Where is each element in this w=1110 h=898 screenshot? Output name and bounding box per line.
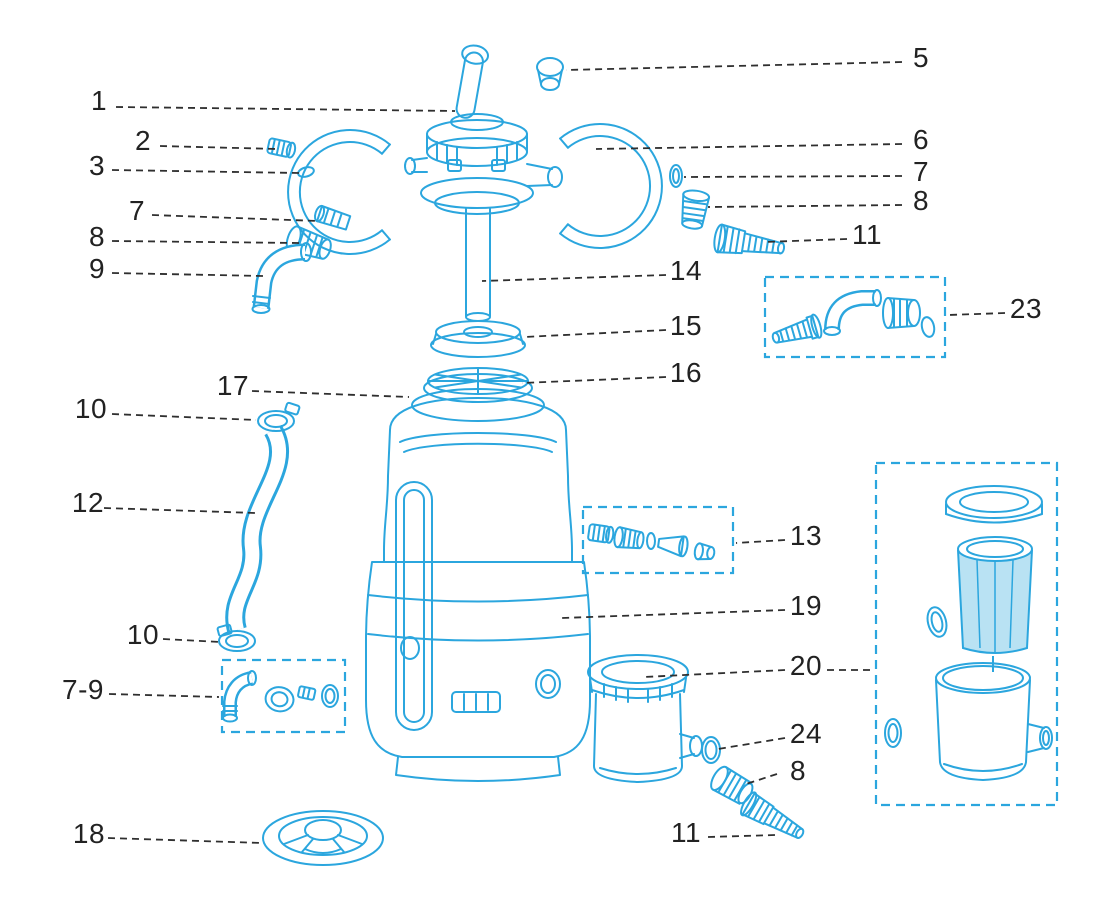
callout-9: 9 (88, 253, 106, 284)
part-13-group-art (587, 523, 716, 561)
hose-12-art (225, 424, 289, 633)
callout-6: 6 (912, 124, 930, 155)
tank-body-art (383, 397, 573, 563)
callout-24: 24 (789, 718, 823, 749)
part-7-right-oring-art (669, 164, 683, 188)
diffuser-16-art (423, 367, 533, 403)
housing-body-art (935, 662, 1053, 781)
callout-8-bottom: 8 (789, 755, 807, 786)
housing-lid-art (945, 485, 1043, 524)
callout-8-left: 8 (88, 221, 106, 252)
base-18-art (262, 810, 384, 866)
callout-7-9: 7-9 (62, 674, 104, 705)
callout-11-upper: 11 (851, 219, 883, 250)
callout-7-right: 7 (912, 156, 930, 187)
callout-15: 15 (669, 310, 703, 341)
part-7-left-tailpiece-art (313, 204, 352, 231)
pump-housing-art (365, 481, 591, 782)
box-part-20-detail (874, 461, 1059, 807)
callout-17: 17 (216, 370, 250, 401)
part-8-bottom-nut-art (710, 765, 754, 805)
callout-3: 3 (88, 150, 106, 181)
callout-10-upper: 10 (74, 393, 108, 424)
part-8-right-nut-art (681, 189, 711, 230)
callout-13: 13 (789, 520, 823, 551)
part-2-cap-art (266, 137, 297, 159)
callout-19: 19 (789, 590, 823, 621)
callout-23: 23 (1009, 293, 1043, 324)
part-11-bottom-adapter-art (740, 791, 805, 839)
hose-clamp-10-upper-art (257, 401, 301, 432)
callout-10-lower: 10 (126, 619, 160, 650)
callout-12: 12 (71, 487, 105, 518)
box-part-7-9 (220, 658, 347, 734)
box-part-13 (581, 505, 735, 575)
callout-2: 2 (134, 125, 152, 156)
standpipe-14-art (465, 207, 491, 322)
callout-11-bottom: 11 (670, 817, 702, 848)
prefilter-20-art (587, 654, 703, 783)
leader-lines (103, 61, 1006, 844)
part-24-oring-art (701, 736, 721, 764)
hose-clamp-left-art (287, 129, 391, 255)
part-9-elbow-art (251, 242, 312, 314)
dashed-group-boxes (220, 275, 1059, 807)
callout-20: 20 (789, 650, 823, 681)
callout-14: 14 (669, 255, 703, 286)
box-part-23 (763, 275, 947, 359)
part-7-9-group-art (222, 670, 339, 723)
part-5-cap-art (536, 57, 564, 91)
part-23-group-art (771, 289, 936, 344)
callout-8-right: 8 (912, 185, 930, 216)
valve-assembly-art (404, 44, 563, 215)
callout-5: 5 (912, 42, 930, 73)
hose-clamp-10-lower-art (216, 623, 256, 652)
flange-15-art (430, 320, 526, 358)
callout-18: 18 (72, 818, 106, 849)
tank-collar-17-art (411, 388, 545, 422)
part-3-oring-art (297, 166, 315, 178)
part-11-top-adapter-art (713, 223, 786, 255)
callout-16: 16 (669, 357, 703, 388)
callout-1: 1 (90, 85, 108, 116)
filter-housing-detail-art (884, 485, 1053, 781)
callout-7-left: 7 (128, 195, 146, 226)
hose-clamp-right-art (559, 123, 663, 249)
housing-basket-art (957, 536, 1033, 672)
